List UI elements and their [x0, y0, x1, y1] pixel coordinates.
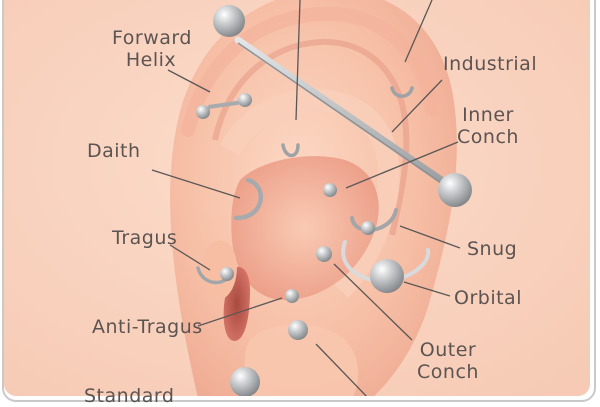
helix-rim [181, 6, 439, 137]
label-snug: Snug [467, 238, 518, 260]
label-outer-conch: Outer Conch [408, 339, 488, 383]
anti-tragus-stud [285, 289, 299, 303]
snug-ball [361, 221, 375, 235]
inner-conch-stud [323, 183, 337, 197]
leader-inner-conch [345, 141, 459, 189]
label-forward-helix-line1: Forward [112, 27, 192, 49]
outer-conch-stud [316, 246, 332, 262]
label-orbital: Orbital [454, 287, 522, 309]
leader-lines [151, 0, 461, 396]
leader-rook [295, 0, 301, 121]
leader-industrial [391, 79, 443, 133]
label-standard: Standard [84, 385, 175, 407]
forward-helix-bar [208, 100, 243, 109]
tragus-flap [203, 240, 237, 300]
leader-anti-tragus [197, 297, 283, 327]
earlobe [244, 324, 359, 396]
daith-ring [233, 177, 264, 221]
leader-lower-lobe [315, 343, 371, 396]
leader-forward-helix [167, 69, 211, 93]
label-inner-conch-line1: Inner [462, 104, 514, 126]
leader-outer-conch [333, 263, 413, 341]
industrial-bar [234, 36, 454, 190]
forward-helix-stud-1 [196, 105, 210, 119]
label-anti-tragus: Anti-Tragus [92, 316, 203, 338]
conch-bowl [231, 156, 379, 300]
leader-tragus [169, 244, 211, 271]
label-tragus: Tragus [112, 227, 178, 249]
helix-inner-fold [212, 38, 410, 236]
diagram-panel [2, 0, 596, 402]
leader-orbital [403, 281, 451, 297]
helix-ring [390, 86, 414, 98]
label-daith: Daith [87, 140, 141, 162]
leader-helix-top [404, 0, 433, 63]
tragus-ball [220, 267, 234, 281]
rook-ring [281, 143, 300, 158]
label-outer-conch-line1: Outer [419, 339, 477, 361]
forward-helix-stud-2 [238, 93, 252, 107]
leader-daith [151, 169, 241, 199]
industrial-end-ball [438, 173, 472, 207]
label-forward-helix-line2: Helix [125, 49, 177, 71]
upper-lobe-stud [288, 320, 308, 340]
helix-top-ball [213, 5, 245, 37]
industrial-bar-shade [237, 42, 451, 190]
label-inner-conch-line2: Conch [457, 126, 519, 148]
label-forward-helix: Forward Helix [112, 27, 192, 71]
label-outer-conch-line2: Conch [417, 361, 479, 383]
standard-lobe-stud [230, 367, 260, 396]
label-inner-conch: Inner Conch [446, 104, 530, 148]
orbital-ball [370, 259, 404, 293]
label-industrial: Industrial [443, 53, 538, 75]
antihelix [220, 89, 400, 298]
leader-snug [399, 225, 461, 249]
